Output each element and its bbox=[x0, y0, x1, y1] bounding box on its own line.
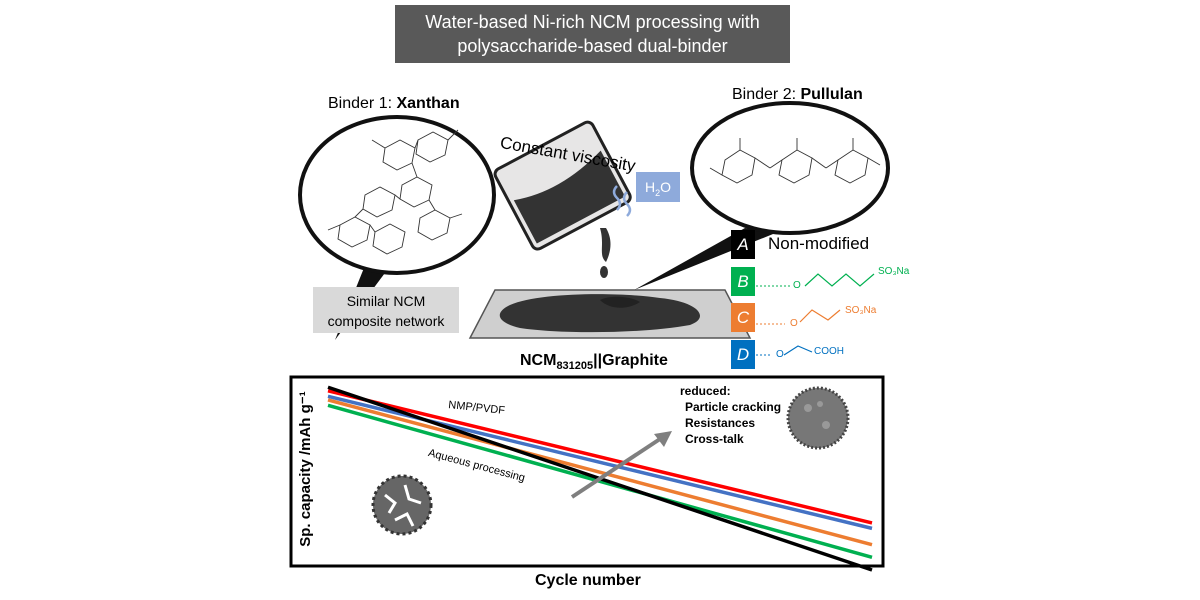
reduced-item-2: Resistances bbox=[685, 416, 756, 430]
reduced-item-1: Particle cracking bbox=[685, 400, 782, 414]
title-line-2: polysaccharide-based dual-binder bbox=[457, 36, 728, 56]
binder2-prefix: Binder 2: bbox=[732, 86, 801, 103]
cell-sub: 831205 bbox=[556, 360, 594, 373]
mod-c-chain bbox=[756, 309, 841, 325]
water-2: 2 bbox=[655, 187, 661, 198]
binder1-name: Xanthan bbox=[396, 95, 460, 112]
x-axis-label: Cycle number bbox=[535, 572, 641, 589]
cracked-particle-icon bbox=[371, 474, 433, 536]
pullulan-ellipse bbox=[690, 101, 890, 235]
series-line-nmp-pvdf bbox=[327, 389, 873, 525]
cell-end: ||Graphite bbox=[593, 352, 668, 369]
cell-main: NCM bbox=[520, 352, 557, 369]
title-box: Water-based Ni-rich NCM processing with … bbox=[395, 5, 790, 63]
reduced-list: reduced: Particle cracking Resistances C… bbox=[680, 383, 781, 447]
water-waves bbox=[612, 185, 632, 217]
mod-d-chain bbox=[756, 345, 813, 356]
mod-b-tail: SO₃Na bbox=[878, 266, 910, 277]
improvement-arrow-head bbox=[654, 431, 672, 447]
mod-d-tail: COOH bbox=[814, 346, 844, 357]
binder2-name: Pullulan bbox=[800, 86, 863, 103]
plot-lines bbox=[327, 385, 873, 572]
binder1-label: Binder 1: Xanthan bbox=[328, 95, 460, 113]
pullulan-callout-pointer bbox=[634, 228, 778, 290]
mod-b-oxygen: O bbox=[793, 280, 801, 291]
title-line-1: Water-based Ni-rich NCM processing with bbox=[425, 12, 760, 32]
water-o: O bbox=[660, 179, 672, 195]
mod-a-text: Non-modified bbox=[768, 234, 870, 253]
intact-particle-icon bbox=[786, 386, 850, 450]
cell-title: NCM831205||Graphite bbox=[520, 352, 668, 372]
mod-c-tail: SO₃Na bbox=[845, 305, 877, 316]
water-h: H bbox=[644, 179, 656, 195]
network-box: Similar NCM composite network bbox=[313, 287, 459, 333]
mod-a-badge: A bbox=[731, 230, 755, 259]
slurry-stream bbox=[600, 228, 611, 262]
xanthan-structure bbox=[327, 129, 463, 255]
y-axis-label: Sp. capacity /mAh g⁻¹ bbox=[297, 391, 314, 547]
mod-d-oxygen: O bbox=[776, 349, 784, 360]
beaker bbox=[493, 120, 632, 251]
binder1-prefix: Binder 1: bbox=[328, 95, 397, 112]
network-line-2: composite network bbox=[327, 313, 445, 329]
series-line-b bbox=[327, 403, 873, 560]
improvement-arrow bbox=[570, 435, 665, 499]
binder2-label: Binder 2: Pullulan bbox=[732, 86, 863, 104]
mod-c-badge: C bbox=[731, 303, 755, 332]
series-line-c bbox=[327, 398, 873, 547]
network-line-1: Similar NCM bbox=[346, 293, 426, 309]
water-badge: H2O bbox=[636, 172, 680, 202]
slurry-drop bbox=[600, 266, 608, 278]
reduced-item-3: Cross-talk bbox=[685, 432, 744, 446]
reduced-title: reduced: bbox=[680, 384, 731, 398]
mod-b-chain bbox=[756, 273, 875, 287]
mod-c-oxygen: O bbox=[790, 318, 798, 329]
coated-slurry bbox=[499, 294, 700, 333]
pullulan-structure bbox=[709, 138, 881, 184]
mod-b-badge: B bbox=[731, 267, 755, 296]
slurry-blob bbox=[600, 296, 640, 308]
mod-d-badge: D bbox=[731, 340, 755, 369]
